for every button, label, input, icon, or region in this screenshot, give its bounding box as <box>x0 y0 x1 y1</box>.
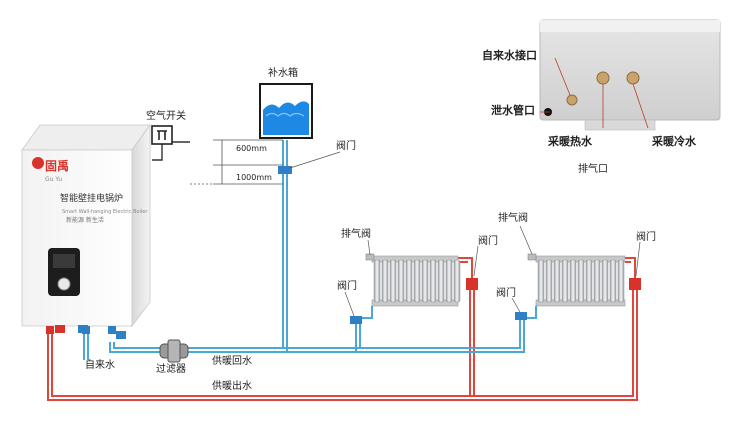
radiator-1-return-valve-icon[interactable] <box>350 316 362 324</box>
radiator-1-fin <box>453 259 461 303</box>
radiator-2-fin <box>601 259 609 303</box>
cold-return-pipes <box>83 140 537 360</box>
makeup-tank-label: 补水箱 <box>268 68 298 79</box>
radiator-1-fin <box>397 259 405 303</box>
radiator-2-fin <box>585 259 593 303</box>
vent-valve-2-icon[interactable] <box>527 253 537 261</box>
radiator-1-fin <box>405 259 413 303</box>
boiler-slogan: 新能源 新生活 <box>66 217 104 224</box>
boiler-valves <box>55 325 126 339</box>
radiator-2-fin <box>545 259 553 303</box>
brand-sub: Gu Yu <box>45 176 63 183</box>
radiator-2-fin <box>593 259 601 303</box>
radiator-2-fin <box>609 259 617 303</box>
radiator-2 <box>535 255 626 307</box>
heating-supply-label: 供暖出水 <box>212 381 252 392</box>
panel-leader-lines <box>540 57 649 129</box>
boiler-model-cn: 智能壁挂电锅炉 <box>60 194 124 204</box>
radiator-1-supply-valve-label: 阀门 <box>478 236 498 247</box>
tap-inlet-port-icon <box>566 94 578 106</box>
hot-water-port-icon <box>596 71 610 85</box>
radiator-2-fin <box>553 259 561 303</box>
radiator-1-fin <box>381 259 389 303</box>
air-switch[interactable] <box>151 125 173 145</box>
boiler-knob-icon[interactable] <box>57 277 71 291</box>
tank-valve-label: 阀门 <box>336 141 356 152</box>
return-valve-icon[interactable] <box>116 331 126 339</box>
radiator-1-fin <box>373 259 381 303</box>
radiator-1-fin <box>413 259 421 303</box>
height-dimension <box>190 139 283 185</box>
heating-cold-label: 采暖冷水 <box>652 135 696 148</box>
vent-valve-1-label: 排气阀 <box>341 229 371 240</box>
radiator-2-supply-valve-icon[interactable] <box>629 278 641 290</box>
heating-hot-label: 采暖热水 <box>548 135 592 148</box>
radiator-1-return-valve-label: 阀门 <box>337 281 357 292</box>
radiator-2-fin <box>561 259 569 303</box>
radiator-2-supply-valve-label: 阀门 <box>636 232 656 243</box>
electric-boiler <box>21 123 151 334</box>
radiator-1-supply-valve-icon[interactable] <box>466 278 478 290</box>
height-600-label: 600mm <box>236 144 267 153</box>
vent-port-label: 排气口 <box>578 164 608 175</box>
boiler-supply-outlet <box>46 326 54 334</box>
radiator-1 <box>371 255 461 307</box>
filter-label: 过滤器 <box>156 364 186 375</box>
boiler-model-en: Smart Wall-hanging Electric Boiler <box>62 209 148 215</box>
brand-name: 固禹 <box>45 159 70 173</box>
drain-pipe-label: 泄水管口 <box>491 104 535 117</box>
air-switch-wire <box>152 141 190 161</box>
air-switch-label: 空气开关 <box>146 111 186 122</box>
filter <box>159 339 189 363</box>
radiator-2-fin <box>577 259 585 303</box>
radiator-2-return-valve-label: 阀门 <box>496 288 516 299</box>
radiator-2-fin <box>617 259 625 303</box>
boiler-screen <box>53 254 75 268</box>
tap-water-label: 自来水 <box>85 360 115 371</box>
connection-panel <box>539 19 721 131</box>
radiator-1-fin <box>429 259 437 303</box>
radiator-1-fin <box>421 259 429 303</box>
boiler-return-inlet <box>108 326 116 334</box>
cold-water-port-icon <box>626 71 640 85</box>
makeup-water-tank <box>259 83 313 139</box>
radiator-2-fin <box>569 259 577 303</box>
brand-logo-icon <box>32 157 44 169</box>
height-1000-label: 1000mm <box>236 173 272 182</box>
supply-valve-icon[interactable] <box>55 325 65 333</box>
radiator-1-fin <box>437 259 445 303</box>
radiator-2-fin <box>537 259 545 303</box>
heating-return-label: 供暖回水 <box>212 356 252 367</box>
radiator-1-fin <box>389 259 397 303</box>
radiator-2-return-valve-icon[interactable] <box>515 312 527 320</box>
radiator-1-fin <box>445 259 453 303</box>
leader-lines <box>289 151 641 317</box>
tank-valve-icon[interactable] <box>278 166 292 174</box>
vent-valve-2-label: 排气阀 <box>498 213 528 224</box>
tap-inlet-label: 自来水接口 <box>482 49 537 62</box>
tap-valve-icon[interactable] <box>78 325 88 333</box>
